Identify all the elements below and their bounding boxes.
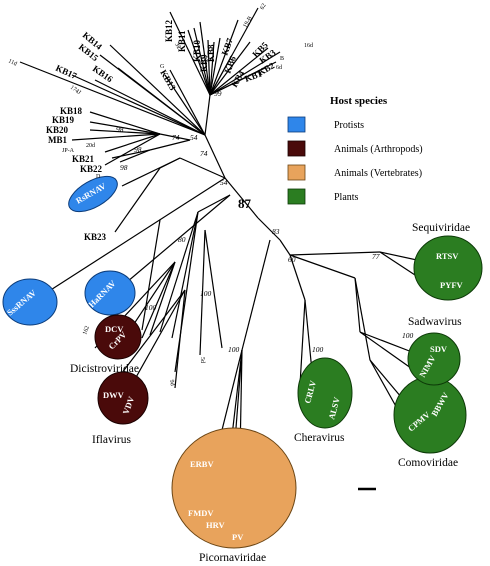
bootstrap-100-dicistro: 100 [145,303,157,312]
label-dcv: DCV [105,324,124,334]
label-rtsv: RTSV [436,251,459,261]
tip-kb22: KB22 [80,164,103,174]
bootstrap-100-ifla: 100 [200,289,212,298]
legend-label-arthropods: Animals (Arthropods) [334,144,423,155]
tip-mb1: MB1 [48,135,67,145]
group-sequiviridae: Sequiviridae [412,222,470,234]
bootstrap-77: 77 [372,252,380,261]
label-hrv: HRV [206,520,225,530]
tip-kb18: KB18 [60,106,83,116]
bootstrap-100-chera: 100 [312,345,324,354]
label-erbv: ERBV [190,459,214,469]
label-62: 62 [260,3,268,11]
bootstrap-87: 87 [238,196,252,211]
label-pv: PV [232,532,244,542]
label-162: 162 [82,325,91,336]
bootstrap-83: 83 [272,227,280,236]
label-6d: 6d [276,65,282,71]
sssrnav-circle [2,278,58,326]
bootstrap-98a: 98 [116,125,124,134]
label-jp-a: JP-A [62,148,75,154]
bootstrap-74b: 74 [200,149,208,158]
label-32: 32 [173,42,181,50]
bootstrap-54b: 54 [220,178,228,187]
marine-branches [19,7,281,233]
bootstrap-54a: 54 [190,133,198,142]
sequiviridae-circle [413,235,483,301]
tip-kb10: KB10 [192,39,202,62]
tip-kb21: KB21 [72,154,95,164]
group-picornaviridae: Picornaviridae [199,552,266,564]
tip-kb12: KB12 [164,19,174,42]
tip-kb11: KB11 [177,30,187,52]
dwv-vdv-circle [97,371,149,425]
group-cheravirus: Cheravirus [294,432,345,444]
sadwavirus-circle [407,332,461,386]
bootstrap-98b: 98 [134,145,142,154]
bootstrap-99: 99 [214,89,222,98]
label-11d: 11d [7,58,17,67]
legend-swatch-vertebrates [287,164,306,181]
rsrnav-circle [68,175,118,213]
label-d: D [96,174,101,180]
group-comoviridae: Comoviridae [398,457,458,469]
lower-branches [31,177,451,481]
host-circles [2,175,483,549]
label-19b: 19-B [243,16,254,29]
legend-swatch-protists [287,116,306,133]
legend-label-protists: Protists [334,120,364,131]
bootstrap-100-sadwa: 100 [402,331,414,340]
group-dicistroviridae: Dicistroviridae [70,363,139,375]
tip-kb17: KB17 [54,63,79,82]
bootstrap-100-picorna: 100 [228,345,240,354]
label-174j: 174J [69,85,82,97]
label-9d: 9d [168,379,175,386]
bootstrap-74a: 74 [172,133,180,142]
legend-title: Host species [330,95,388,107]
bootstrap-values: 99 74 54 98 98 74 98 54 87 80 83 60 77 1… [116,89,414,354]
picornaviridae-circle [171,427,297,549]
harnav-circle [84,270,136,316]
legend-swatch-plants [287,188,306,205]
group-iflavirus: Iflavirus [92,434,131,446]
group-sadwavirus: Sadwavirus [408,316,462,328]
label-b: B [280,56,284,62]
host-species-legend: Host species Protists Animals (Arthropod… [287,95,423,205]
bootstrap-98c: 98 [120,163,128,172]
cheravirus-circle [297,357,353,429]
label-fmdv: FMDV [188,508,214,518]
bootstrap-80: 80 [178,235,186,244]
label-pyfv: PYFV [440,280,464,290]
small-labels: 11d 174J G 32 B 16d 6d 19-B 62 20d JP-A … [7,3,313,386]
label-5d: 5d [199,357,205,363]
tip-kb9: KB9 [199,54,209,72]
label-g: G [160,64,165,70]
tip-kb8: KB8 [206,44,216,62]
label-16d: 16d [304,43,313,49]
tip-kb19: KB19 [52,115,75,125]
dcv-crpv-circle [94,314,142,360]
legend-label-vertebrates: Animals (Vertebrates) [334,168,422,179]
bootstrap-60: 60 [288,255,296,264]
tip-kb20: KB20 [46,125,69,135]
label-sdv: SDV [430,344,448,354]
tip-kb23: KB23 [84,232,107,242]
legend-swatch-arthropods [287,140,306,157]
tip-kb16: KB16 [91,63,115,84]
legend-label-plants: Plants [334,192,359,203]
label-dwv: DWV [103,390,125,400]
label-20d: 20d [86,143,95,149]
group-names: Dicistroviridae Iflavirus Picornaviridae… [70,222,470,564]
